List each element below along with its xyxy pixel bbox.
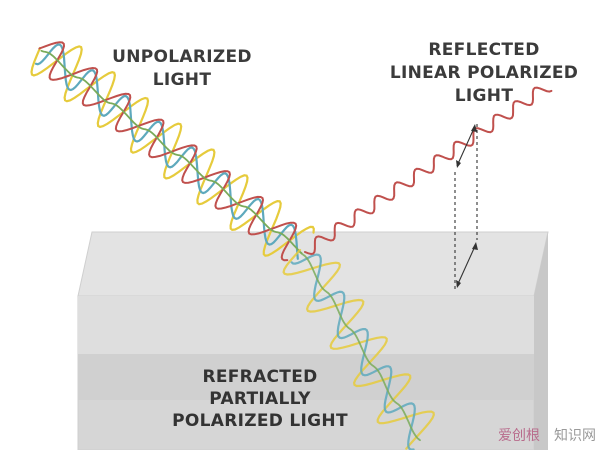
refracted-label: REFRACTED PARTIALLY POLARIZED LIGHT — [172, 367, 348, 431]
refracted-light-beam — [282, 248, 435, 450]
unpolarized-label-line2: LIGHT — [153, 70, 212, 90]
glass-block-dark-band — [78, 354, 534, 400]
refracted-label-line2: PARTIALLY — [209, 389, 311, 409]
teal-wave-incident — [34, 43, 299, 260]
glass-block-right-face — [534, 232, 548, 450]
refracted-label-line3: POLARIZED LIGHT — [172, 411, 348, 431]
reflected-label-line3: LIGHT — [455, 86, 514, 106]
reflected-label-line2: LINEAR POLARIZED — [390, 63, 578, 83]
glass-block-top-face — [77, 231, 549, 297]
glass-block-light-band — [78, 296, 534, 354]
double-arrow-icon — [456, 124, 477, 168]
yellow-wave-incident — [30, 45, 315, 257]
glass-block — [77, 231, 549, 450]
green-wave-refracted — [299, 251, 421, 442]
red-wave-incident — [38, 41, 298, 262]
refracted-label-line1: REFRACTED — [202, 367, 317, 387]
reflected-light-beam — [304, 86, 553, 256]
green-wave-incident — [40, 49, 303, 255]
unpolarized-label: UNPOLARIZED LIGHT — [112, 47, 252, 90]
unpolarized-light-beam — [30, 41, 315, 262]
red-wave-reflected — [304, 86, 553, 256]
double-arrow-icon — [456, 242, 478, 288]
polarization-markers — [454, 124, 478, 292]
watermark: 爱创根 知识网 — [498, 427, 596, 444]
reflected-label-line1: REFLECTED — [428, 40, 539, 60]
reflected-label: REFLECTED LINEAR POLARIZED LIGHT — [390, 40, 578, 106]
unpolarized-label-line1: UNPOLARIZED — [112, 47, 252, 67]
watermark-accent: 爱创根 — [498, 428, 540, 444]
watermark-text: 知识网 — [554, 427, 596, 444]
